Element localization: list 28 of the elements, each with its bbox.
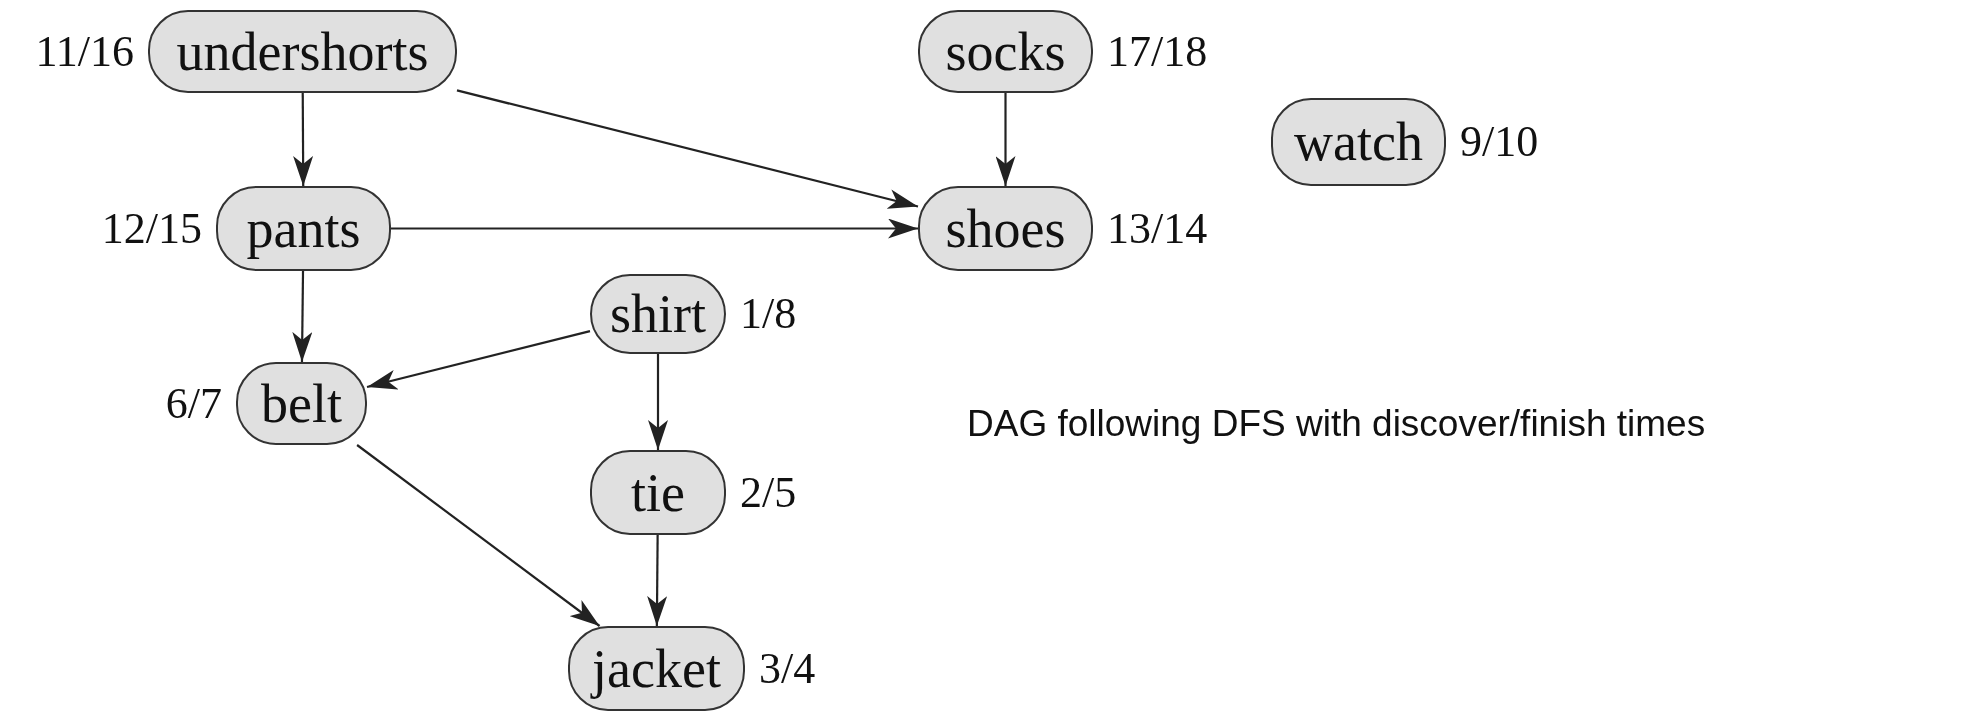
time-label: 13/14 [1107, 206, 1208, 251]
time-label: 3/4 [759, 646, 816, 691]
time-label: 6/7 [165, 381, 222, 426]
time-label: 1/8 [740, 292, 797, 336]
time-label: 11/16 [35, 29, 134, 74]
arrow [648, 354, 668, 450]
vertex-box: tie [590, 450, 726, 535]
vertex-box: belt [236, 362, 367, 445]
vertex-box: undershorts [148, 10, 457, 93]
arrow [293, 93, 314, 186]
time-label: 17/18 [1107, 29, 1208, 74]
arrow [356, 444, 601, 627]
vertex-box: watch [1271, 98, 1446, 186]
time-label: 12/15 [101, 206, 202, 251]
arrow [366, 330, 591, 390]
arrow [456, 89, 919, 209]
arrow [647, 535, 668, 626]
vertex-box: shoes [918, 186, 1093, 271]
arrow [995, 93, 1016, 186]
vertex-box: socks [918, 10, 1093, 93]
vertex-box: shirt [590, 274, 726, 354]
caption: DAG following DFS with discover/finish times [967, 403, 1706, 445]
arrow [391, 218, 918, 239]
vertex-box: pants [216, 186, 391, 271]
vertex-box: jacket [568, 626, 745, 711]
time-label: 9/10 [1460, 120, 1539, 164]
arrow [292, 271, 313, 362]
time-label: 2/5 [740, 470, 797, 515]
